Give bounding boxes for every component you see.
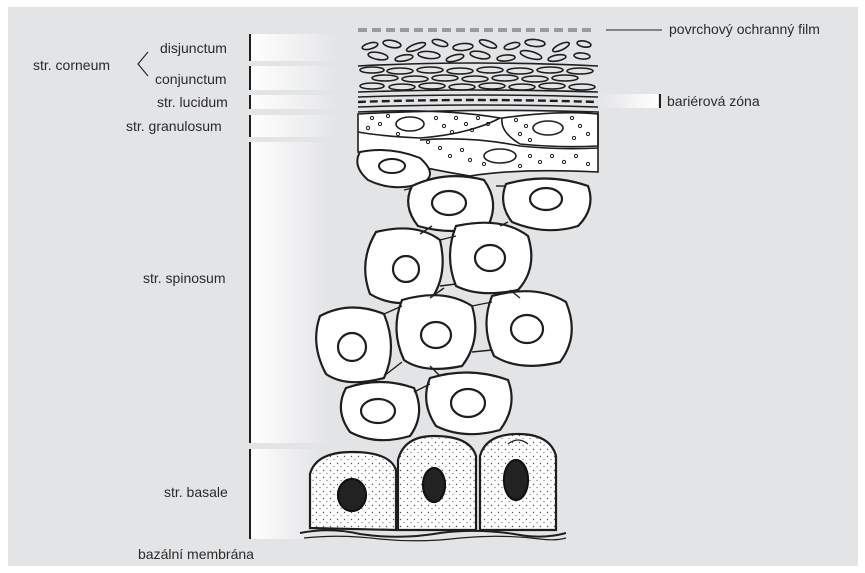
corneum-conjunctum-cells bbox=[358, 63, 598, 92]
label-granulosum: str. granulosum bbox=[126, 118, 222, 134]
spinosum-cell bbox=[341, 382, 419, 440]
bracket-conjunctum bbox=[250, 66, 340, 90]
lucidum-layer bbox=[358, 95, 598, 107]
bracket-lucidum bbox=[250, 95, 340, 109]
basal-membrane-line bbox=[300, 530, 566, 541]
spinosum-cell bbox=[316, 307, 391, 382]
label-disjunctum: disjunctum bbox=[160, 40, 227, 56]
basale-cell bbox=[310, 452, 396, 530]
label-barrier: bariérová zóna bbox=[667, 93, 760, 109]
spinosum-cell bbox=[486, 291, 571, 366]
label-basale: str. basale bbox=[164, 484, 228, 500]
label-lucidum: str. lucidum bbox=[157, 94, 228, 110]
label-conjunctum: conjunctum bbox=[155, 71, 227, 87]
spinosum-cell bbox=[503, 178, 590, 230]
spinosum-cell bbox=[450, 223, 531, 294]
bracket-disjunctum bbox=[250, 34, 340, 61]
basale-cells bbox=[310, 434, 556, 530]
spinosum-cell bbox=[365, 228, 442, 303]
label-spinosum: str. spinosum bbox=[143, 270, 225, 286]
basale-cell bbox=[398, 436, 476, 530]
label-corneum: str. corneum bbox=[33, 57, 110, 73]
corneum-disjunctum-cells bbox=[361, 38, 591, 63]
bracket-spinosum bbox=[250, 142, 330, 443]
barrier-indicator bbox=[598, 94, 660, 108]
label-membrane: bazální membrána bbox=[138, 546, 254, 562]
spinosum-cell bbox=[396, 295, 475, 369]
label-film: povrchový ochranný film bbox=[669, 21, 820, 37]
spinosum-cells bbox=[316, 176, 590, 440]
spinosum-cell bbox=[426, 372, 511, 434]
basale-cell bbox=[480, 434, 556, 530]
bracket-granulosum bbox=[250, 115, 340, 137]
